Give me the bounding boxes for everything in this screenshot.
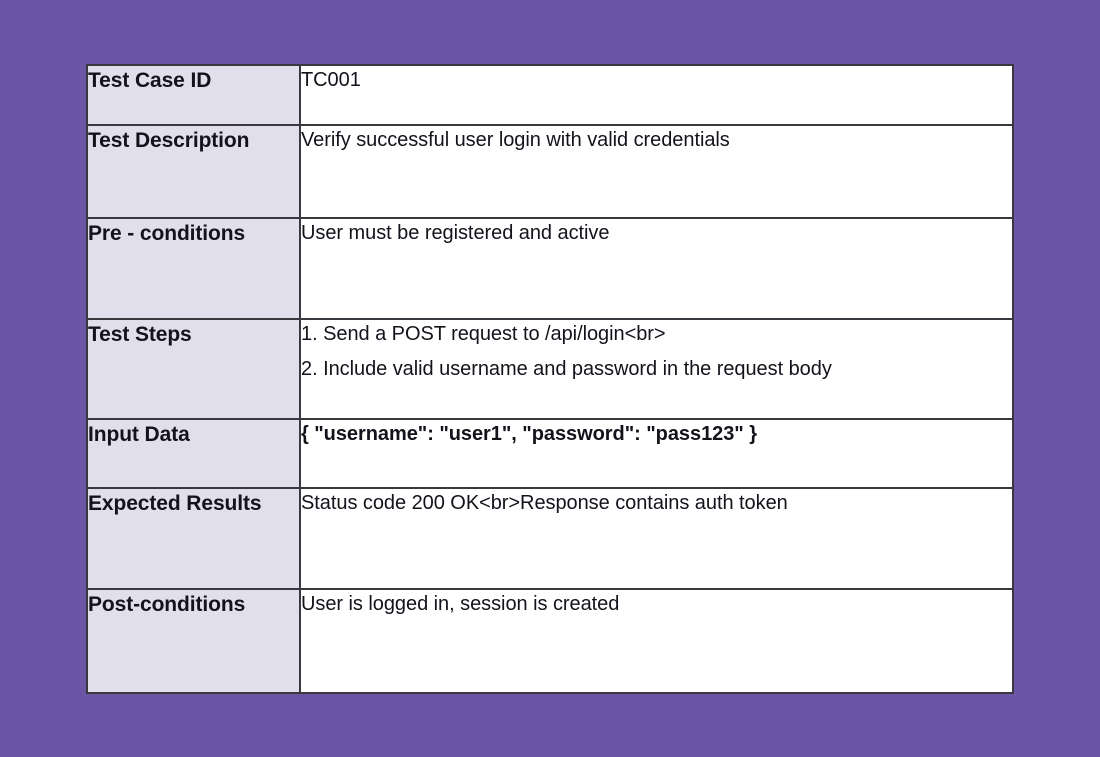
table-row: Expected Results Status code 200 OK<br>R… [86,487,1014,590]
row-label-test-description: Test Description [86,124,301,219]
value-line: User must be registered and active [301,222,610,244]
row-value-expected-results: Status code 200 OK<br>Response contains … [299,487,1014,590]
row-label-input-data: Input Data [86,418,301,489]
label-text: Post-conditions [88,593,246,616]
row-value-test-description: Verify successful user login with valid … [299,124,1014,219]
table-row: Pre - conditions User must be registered… [86,217,1014,320]
value-line: Status code 200 OK<br>Response contains … [301,492,788,514]
table-row: Test Description Verify successful user … [86,124,1014,219]
label-text: Test Steps [88,323,192,346]
row-value-test-case-id: TC001 [299,64,1014,126]
value-line: { "username": "user1", "password": "pass… [301,423,757,445]
value-line: User is logged in, session is created [301,593,620,615]
row-label-pre-conditions: Pre - conditions [86,217,301,320]
label-text: Test Case ID [88,69,212,92]
row-label-expected-results: Expected Results [86,487,301,590]
row-value-pre-conditions: User must be registered and active [299,217,1014,320]
table-row: Test Case ID TC001 [86,64,1014,126]
row-value-post-conditions: User is logged in, session is created [299,588,1014,694]
table-body: Test Case ID TC001 Test Description Veri… [86,64,1014,694]
label-text: Expected Results [88,492,262,515]
value-line: Verify successful user login with valid … [301,129,730,151]
label-text: Input Data [88,423,190,446]
table-row: Test Steps 1. Send a POST request to /ap… [86,318,1014,420]
label-text: Pre - conditions [88,222,246,245]
table-row: Post-conditions User is logged in, sessi… [86,588,1014,694]
label-text: Test Description [88,129,250,152]
row-value-input-data: { "username": "user1", "password": "pass… [299,418,1014,489]
value-line: TC001 [301,69,361,91]
table-row: Input Data { "username": "user1", "passw… [86,418,1014,489]
test-case-specification-table: Test Case ID TC001 Test Description Veri… [86,64,1014,694]
value-line: 1. Send a POST request to /api/login<br> [301,323,666,345]
row-label-post-conditions: Post-conditions [86,588,301,694]
row-value-test-steps: 1. Send a POST request to /api/login<br>… [299,318,1014,420]
row-label-test-steps: Test Steps [86,318,301,420]
row-label-test-case-id: Test Case ID [86,64,301,126]
value-line: 2. Include valid username and password i… [301,357,832,380]
